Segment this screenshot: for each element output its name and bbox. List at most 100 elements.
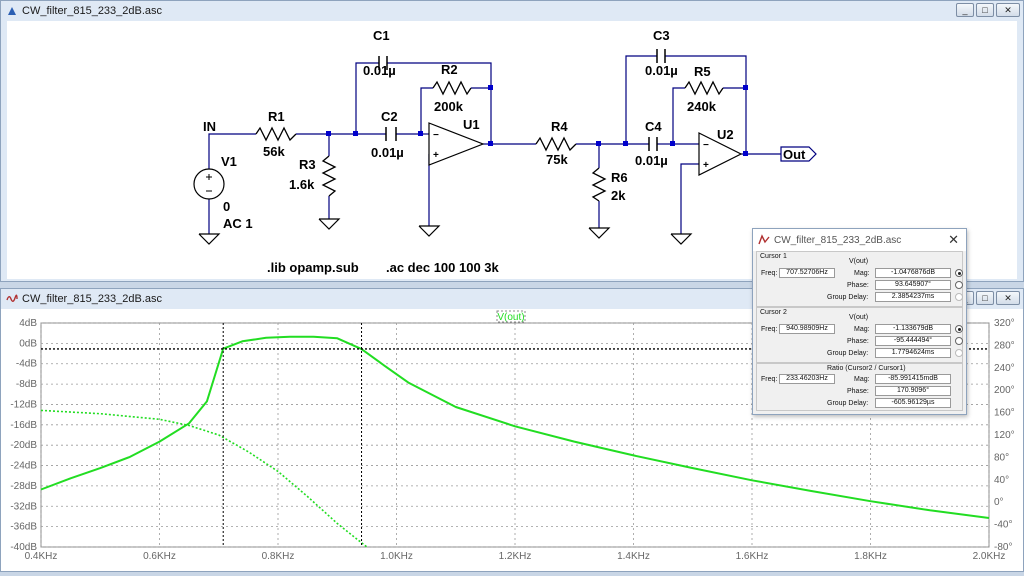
label-r5: R5 bbox=[694, 64, 711, 79]
trace-label-v-out[interactable]: V(out) bbox=[497, 312, 524, 323]
label-u1: U1 bbox=[463, 117, 480, 132]
label-out: Out bbox=[783, 147, 806, 162]
label-in: IN bbox=[203, 119, 216, 134]
cursor2-trace: V(out) bbox=[849, 314, 869, 321]
label-v1-ac: AC 1 bbox=[223, 216, 253, 231]
cursor2-gd-label: Group Delay: bbox=[827, 350, 869, 357]
minimize-button[interactable]: _ bbox=[956, 3, 974, 17]
cursor1-group: Cursor 1 V(out) Freq: 707.52706Hz Mag: -… bbox=[756, 251, 963, 307]
cursor1-mag-label: Mag: bbox=[854, 270, 870, 277]
label-c4: C4 bbox=[645, 119, 662, 134]
y-tick-label: 0dB bbox=[19, 338, 37, 349]
cursor-dialog: CW_filter_815_233_2dB.asc ✕ Cursor 1 V(o… bbox=[752, 228, 967, 415]
opamps bbox=[428, 122, 743, 176]
label-r2-value: 200k bbox=[434, 99, 464, 114]
cursor2-mag-radio[interactable] bbox=[955, 325, 963, 333]
cursor1-phase-radio[interactable] bbox=[955, 281, 963, 289]
cursor1-gd-label: Group Delay: bbox=[827, 294, 869, 301]
cursor1-freq-label: Freq: bbox=[761, 270, 778, 277]
r5-symbol bbox=[684, 80, 724, 96]
cursor2-mag-field: -1.133679dB bbox=[875, 324, 951, 334]
y2-tick-label: 280° bbox=[994, 340, 1015, 351]
y2-tick-label: -40° bbox=[994, 520, 1012, 531]
y2-tick-label: 320° bbox=[994, 318, 1015, 329]
u1-symbol bbox=[428, 122, 485, 166]
schematic-drawing: −+ −+ bbox=[193, 28, 817, 275]
r1-symbol bbox=[255, 126, 297, 142]
cursor2-gd-radio[interactable] bbox=[955, 349, 963, 357]
ratio-mag-label: Mag: bbox=[854, 376, 870, 383]
wires bbox=[208, 55, 781, 234]
svg-text:+: + bbox=[433, 150, 439, 161]
cursor1-phase-label: Phase: bbox=[847, 282, 869, 289]
magnitude-trace-v-out bbox=[40, 335, 990, 519]
y-tick-label: -32dB bbox=[10, 501, 37, 512]
cursor1-freq-field[interactable]: 707.52706Hz bbox=[779, 268, 835, 278]
r3-symbol bbox=[321, 155, 337, 197]
cursor2-mag-label: Mag: bbox=[854, 326, 870, 333]
ratio-title: Ratio (Cursor2 / Cursor1) bbox=[827, 365, 906, 372]
label-r1-value: 56k bbox=[263, 144, 285, 159]
y2-tick-label: 240° bbox=[994, 363, 1015, 374]
svg-text:+: + bbox=[703, 160, 709, 171]
waveform-titlebar[interactable]: CW_filter_815_233_2dB.asc bbox=[1, 289, 1023, 309]
label-u2: U2 bbox=[717, 127, 734, 142]
label-c2-value: 0.01µ bbox=[371, 145, 404, 160]
schematic-titlebar[interactable]: CW_filter_815_233_2dB.asc bbox=[1, 1, 1023, 21]
phase-trace-v-out bbox=[40, 409, 368, 548]
waveform-icon bbox=[6, 294, 18, 302]
y-tick-label: -4dB bbox=[16, 359, 37, 370]
r2-symbol bbox=[432, 80, 472, 96]
close-button[interactable]: ✕ bbox=[996, 291, 1020, 305]
restore-button[interactable]: □ bbox=[976, 3, 994, 17]
cursor2-freq-field[interactable]: 940.98909Hz bbox=[779, 324, 835, 334]
cursor2-group: Cursor 2 V(out) Freq: 940.98909Hz Mag: -… bbox=[756, 307, 963, 363]
y-tick-label: -12dB bbox=[10, 399, 37, 410]
cursor1-phase-field: 93.645907° bbox=[875, 280, 951, 290]
dialog-close-icon[interactable]: ✕ bbox=[948, 232, 959, 247]
trace-label-box bbox=[496, 310, 526, 323]
cursor2-title: Cursor 2 bbox=[760, 309, 787, 316]
y2-tick-label: 0° bbox=[994, 497, 1004, 508]
x-tick-label: 2.0KHz bbox=[973, 551, 1006, 562]
cursor-dialog-title: CW_filter_815_233_2dB.asc bbox=[774, 234, 902, 246]
ac-directive: .ac dec 100 100 3k bbox=[386, 260, 500, 275]
r6-symbol bbox=[591, 167, 607, 202]
cursor2-phase-radio[interactable] bbox=[955, 337, 963, 345]
ratio-mag-field: -85.991415mdB bbox=[875, 374, 951, 384]
schematic-title: CW_filter_815_233_2dB.asc bbox=[22, 5, 163, 17]
y-tick-label: 4dB bbox=[19, 318, 37, 329]
cursor1-gd-radio[interactable] bbox=[955, 293, 963, 301]
y-tick-label: -16dB bbox=[10, 420, 37, 431]
y-tick-label: -28dB bbox=[10, 481, 37, 492]
junction-dots bbox=[326, 85, 748, 156]
x-tick-label: 0.8KHz bbox=[262, 551, 295, 562]
cursor1-gd-field: 2.3854237ms bbox=[875, 292, 951, 302]
cursor1-mag-field: -1.0476876dB bbox=[875, 268, 951, 278]
out-port[interactable] bbox=[780, 146, 817, 162]
close-button[interactable]: ✕ bbox=[996, 3, 1020, 17]
label-r3: R3 bbox=[299, 157, 316, 172]
y2-tick-label: 80° bbox=[994, 452, 1009, 463]
ratio-freq-label: Freq: bbox=[761, 376, 778, 383]
label-c4-value: 0.01µ bbox=[635, 153, 668, 168]
ratio-gd-field: -605.96129µs bbox=[875, 398, 951, 408]
cursor-dialog-titlebar[interactable]: CW_filter_815_233_2dB.asc ✕ bbox=[753, 229, 966, 251]
label-r4: R4 bbox=[551, 119, 568, 134]
ltspice-schematic-icon bbox=[8, 7, 16, 15]
label-v1-dc: 0 bbox=[223, 199, 230, 214]
y2-tick-label: 40° bbox=[994, 475, 1009, 486]
restore-button[interactable]: □ bbox=[976, 291, 994, 305]
cursor1-mag-radio[interactable] bbox=[955, 269, 963, 277]
x-tick-label: 1.8KHz bbox=[854, 551, 887, 562]
x-tick-label: 1.4KHz bbox=[617, 551, 650, 562]
capacitors bbox=[378, 49, 666, 151]
ratio-gd-label: Group Delay: bbox=[827, 400, 869, 407]
label-r2: R2 bbox=[441, 62, 458, 77]
svg-text:−: − bbox=[703, 140, 709, 151]
y-tick-label: -20dB bbox=[10, 440, 37, 451]
cursor-layer[interactable] bbox=[41, 323, 989, 547]
label-r6-value: 2k bbox=[611, 188, 626, 203]
label-r5-value: 240k bbox=[687, 99, 717, 114]
